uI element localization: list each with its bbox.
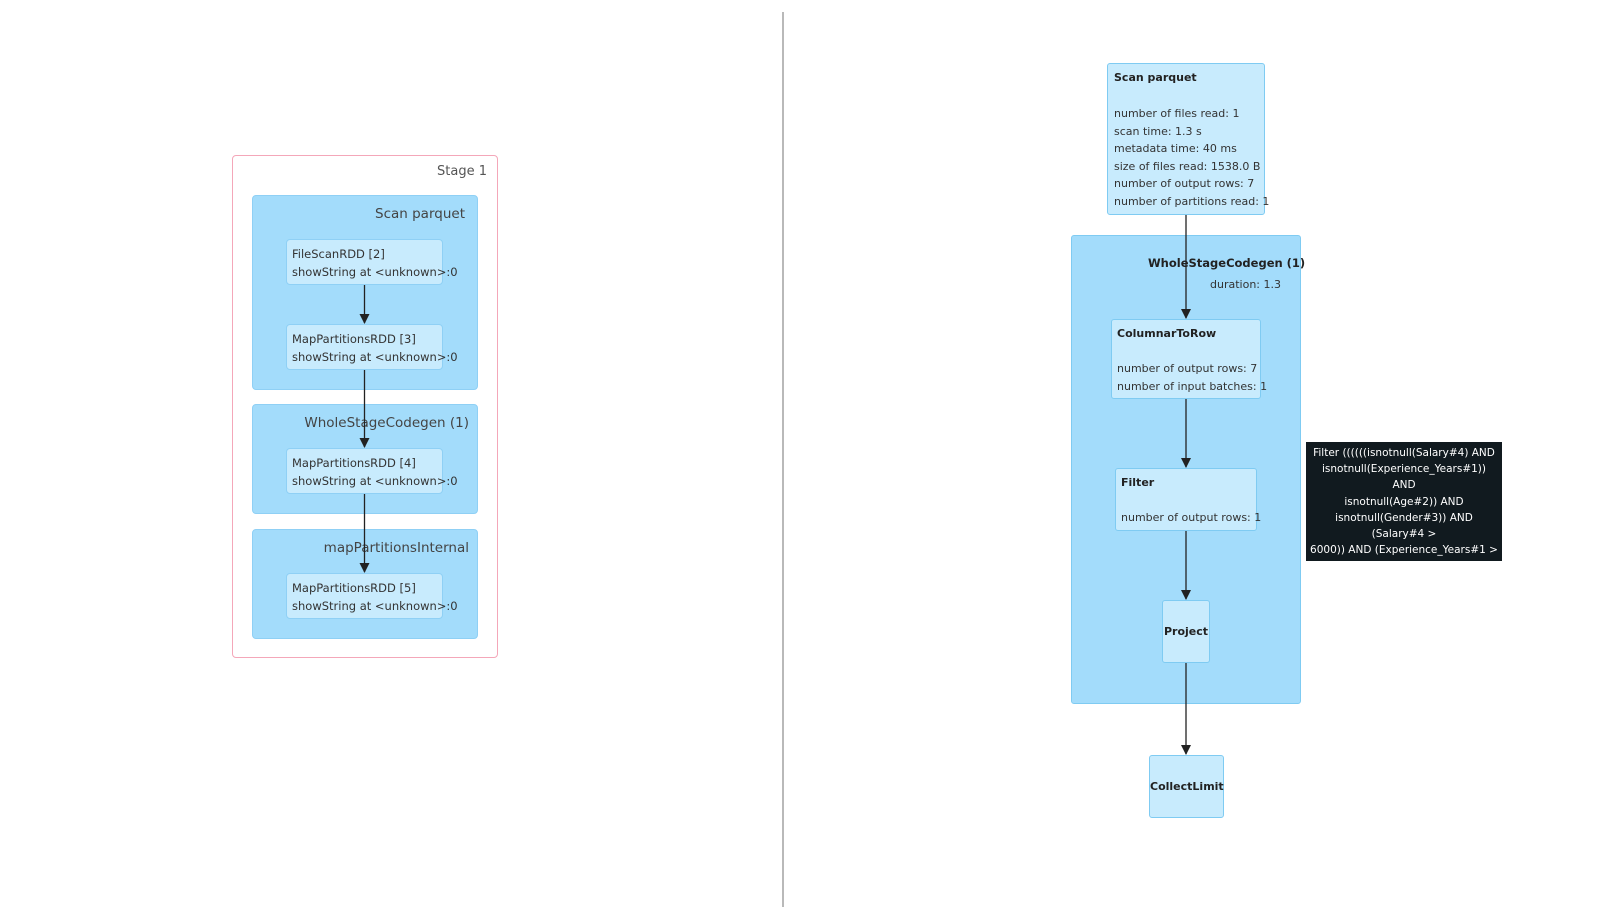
metric-line: number of input batches: 1 [1117,379,1268,393]
node-title: ColumnarToRow [1117,327,1217,340]
filter-node[interactable]: Filter number of output rows: 1 [1115,468,1261,531]
rdd-node-callsite: showString at <unknown>:0 [292,265,458,279]
codegen-title: WholeStageCodegen (1) [1148,256,1306,270]
tooltip-line: Filter ((((((isnotnull(Salary#4) AND [1313,447,1495,459]
rdd-node[interactable]: FileScanRDD [2] showString at <unknown>:… [286,239,458,285]
tooltip-line: isnotnull(Gender#3)) AND (Salary#4 > [1335,511,1473,541]
codegen-duration: duration: 1.3 s [1210,278,1282,291]
rdd-node-name: MapPartitionsRDD [4] [292,456,416,470]
metric-line: number of partitions read: 1 [1114,194,1270,208]
cluster-label: Scan parquet [375,206,465,222]
node-metrics: number of output rows: 1 [1121,509,1261,527]
stage-label: Stage 1 [437,164,487,179]
tooltip-line: isnotnull(Experience_Years#1)) AND [1321,463,1486,492]
node-title: CollectLimit [1150,780,1224,793]
rdd-node-callsite: showString at <unknown>:0 [292,350,458,364]
filter-tooltip: Filter ((((((isnotnull(Salary#4) AND isn… [1306,442,1502,589]
tooltip-line: 6000)) AND (Experience_Years#1 > [1310,544,1498,557]
node-title: Project [1163,625,1209,638]
node-title: Filter [1121,476,1155,489]
tooltip-line: isnotnull(Age#2)) AND [1344,495,1464,508]
metric-line: metadata time: 40 ms [1114,142,1237,156]
rdd-node-name: FileScanRDD [2] [292,247,385,261]
rdd-node-callsite: showString at <unknown>:0 [292,599,458,613]
metric-line: number of files read: 1 [1114,107,1240,120]
metric-line: number of output rows: 1 [1121,511,1262,524]
columnartorow-node[interactable]: ColumnarToRow number of output rows: 7 n… [1111,319,1267,399]
metric-line: size of files read: 1538.0 B [1114,159,1261,173]
rdd-node[interactable]: MapPartitionsRDD [5] showString at <unkn… [286,573,458,619]
panel-divider [782,12,784,907]
project-node[interactable]: Project [1162,600,1210,663]
node-metrics: number of files read: 1 scan time: 1.3 s… [1114,105,1269,211]
metric-line: number of output rows: 7 [1114,177,1255,191]
collectlimit-node[interactable]: CollectLimit [1149,755,1224,818]
tooltip-line: (Gender#3 = Male)) [1350,576,1458,589]
rdd-node[interactable]: MapPartitionsRDD [3] showString at <unkn… [286,324,458,370]
cluster-label: mapPartitionsInternal [323,540,469,556]
metric-line: scan time: 1.3 s [1114,124,1202,138]
rdd-node-name: MapPartitionsRDD [3] [292,332,416,346]
scan-parquet-node[interactable]: Scan parquet number of files read: 1 sca… [1107,63,1269,215]
node-metrics: number of output rows: 7 number of input… [1117,360,1267,395]
node-title: Scan parquet [1114,71,1197,84]
metric-line: number of output rows: 7 [1117,362,1258,375]
rdd-node[interactable]: MapPartitionsRDD [4] showString at <unkn… [286,448,458,494]
rdd-node-name: MapPartitionsRDD [5] [292,581,416,595]
cluster-label: WholeStageCodegen (1) [304,415,469,431]
rdd-node-callsite: showString at <unknown>:0 [292,474,458,488]
tooltip-line: 4)) AND (Age#2 < 55)) AND [1329,560,1479,573]
